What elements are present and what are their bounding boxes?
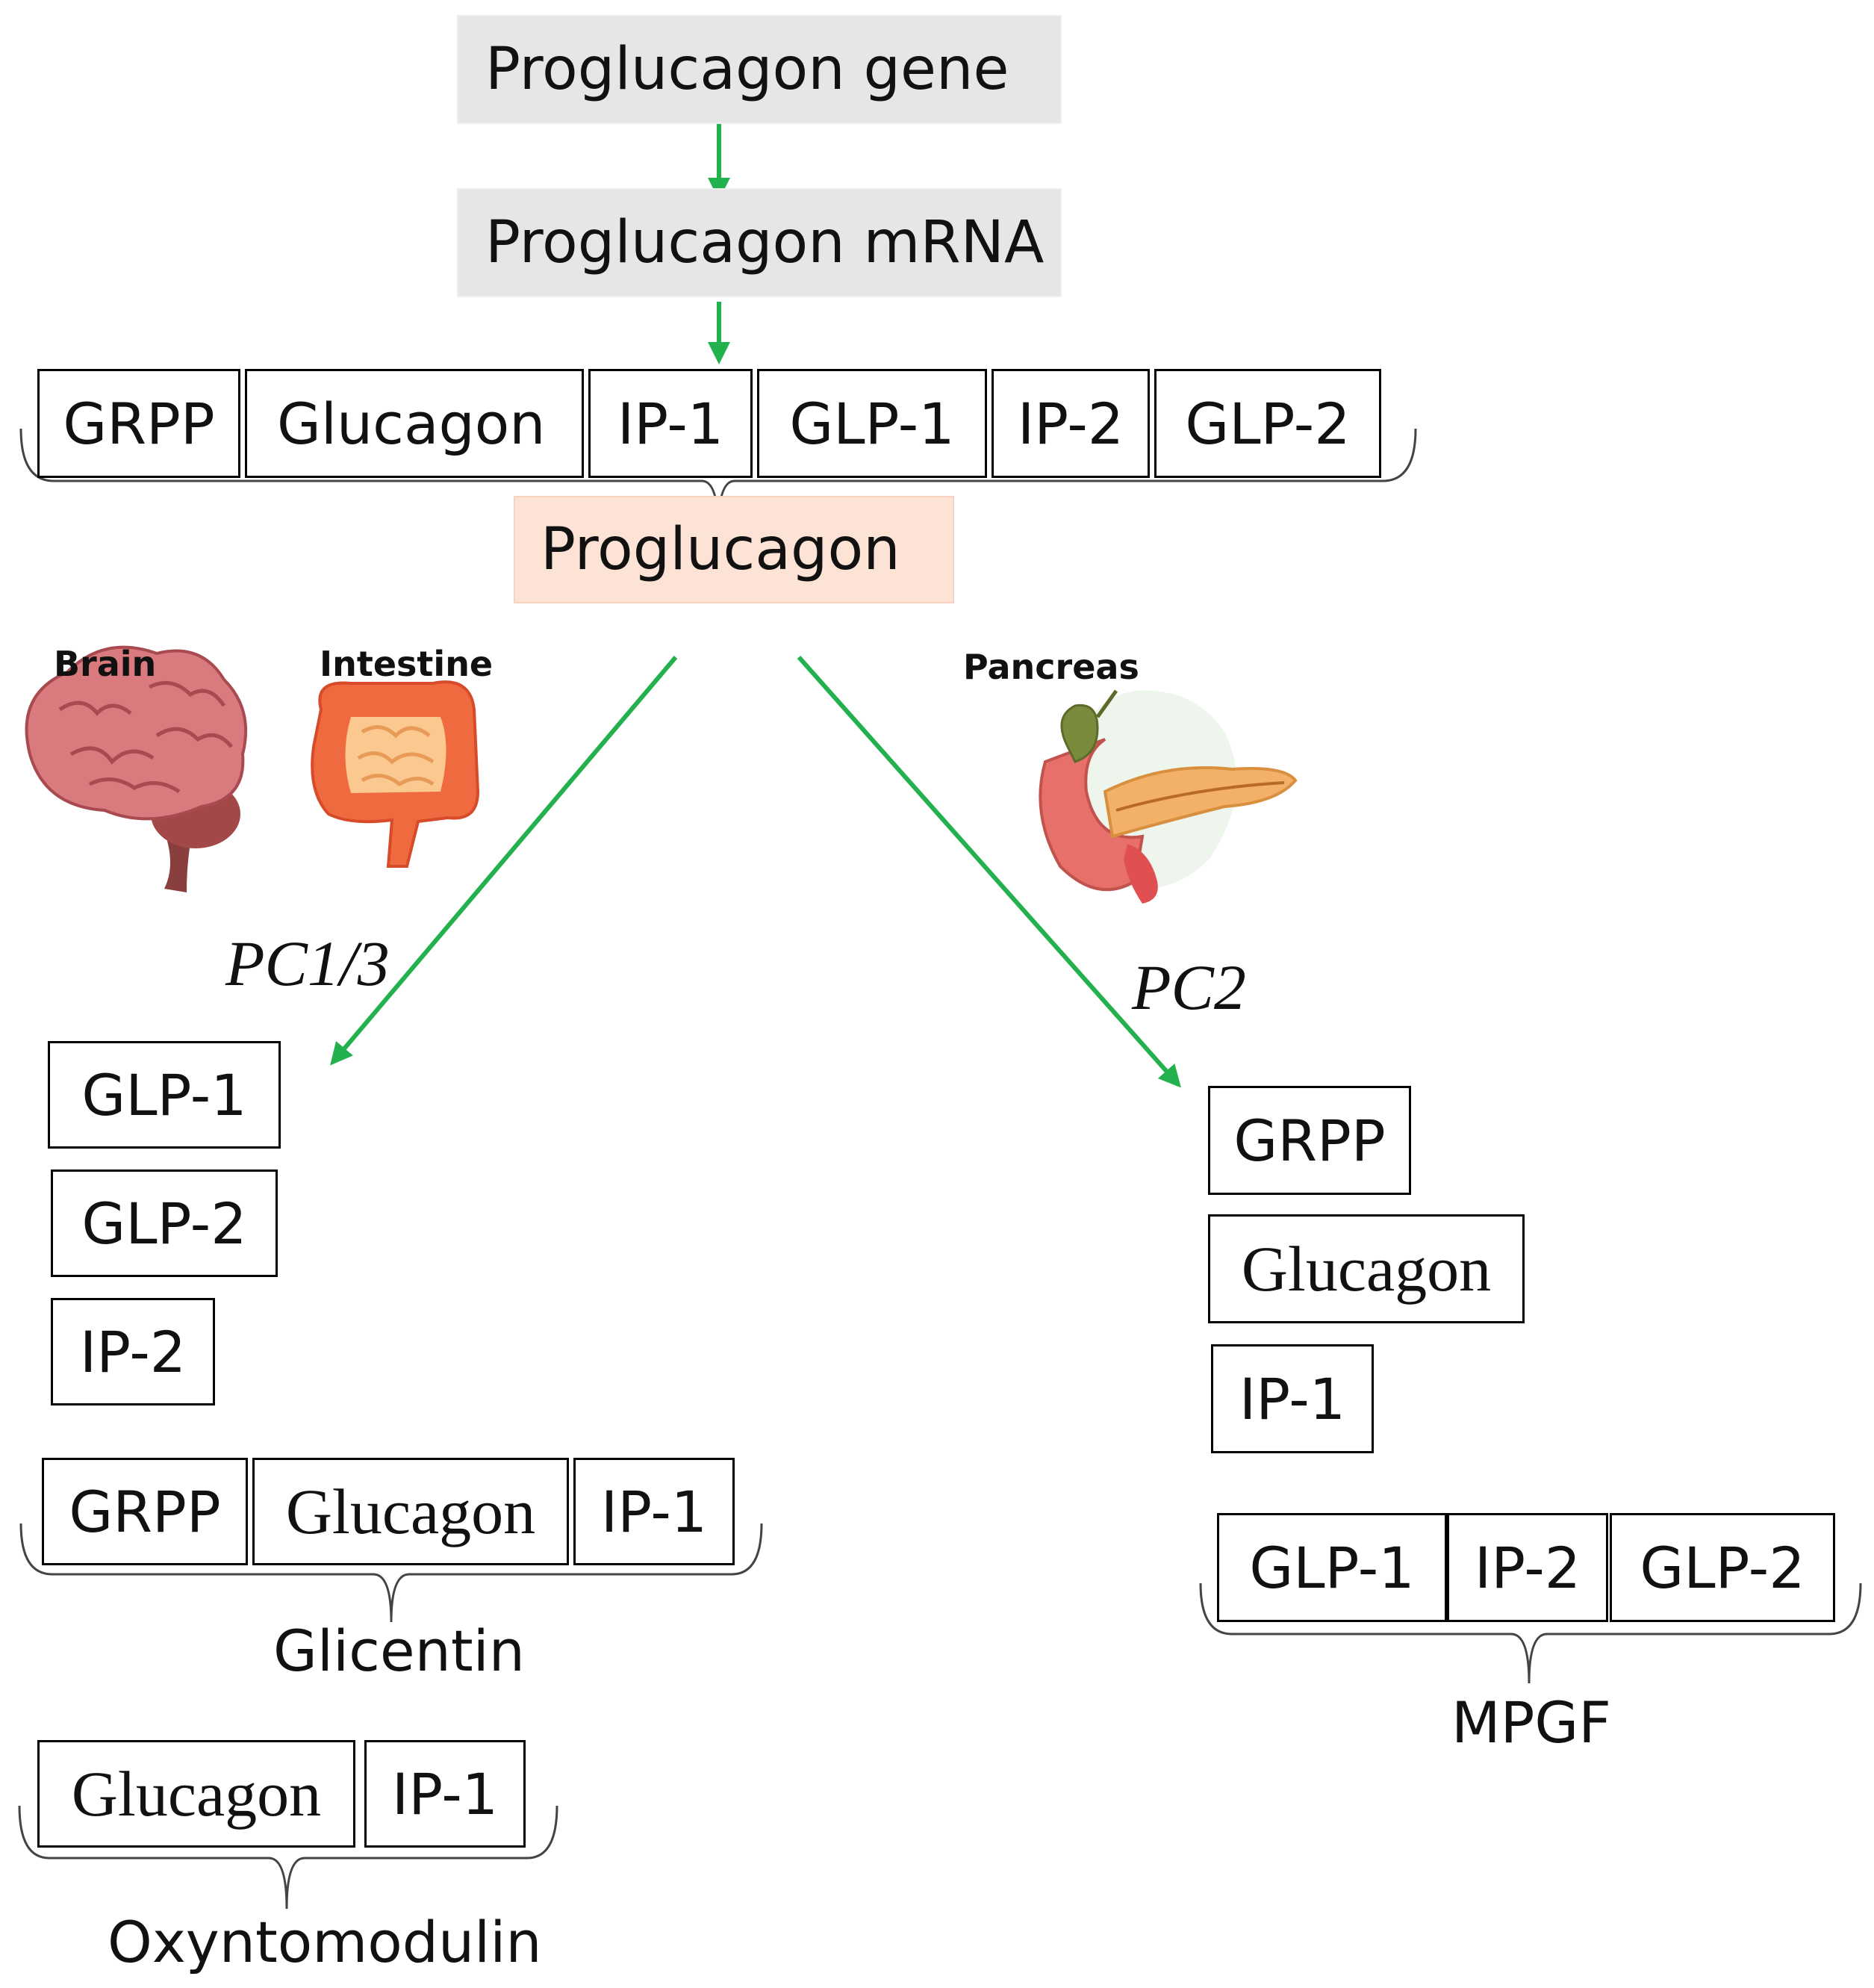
right-product-grpp: GRPP — [1208, 1086, 1411, 1195]
brain-icon — [25, 645, 248, 892]
arrow-pc13 — [330, 656, 678, 1066]
right-product-glucagon: Glucagon — [1208, 1214, 1525, 1323]
enzyme-pc2-label: PC2 — [1132, 951, 1246, 1023]
glicentin-segment-ip1: IP-1 — [573, 1458, 735, 1565]
enzyme-pc13-label: PC1/3 — [225, 928, 390, 999]
oxyntomodulin-segment-ip1: IP-1 — [364, 1740, 526, 1848]
proglucagon-gene-box: Proglucagon gene — [457, 15, 1062, 124]
arrow-pc2 — [797, 656, 1181, 1088]
oxyntomodulin-segment-glucagon: Glucagon — [37, 1740, 355, 1848]
mpgf-segment-glp2: GLP-2 — [1610, 1513, 1835, 1622]
segment-grpp: GRPP — [37, 369, 240, 478]
glicentin-label: Glicentin — [273, 1618, 525, 1684]
segment-ip2: IP-2 — [992, 369, 1150, 478]
mpgf-segment-glp1: GLP-1 — [1217, 1513, 1447, 1622]
left-product-glp1: GLP-1 — [48, 1041, 281, 1149]
segment-glp1: GLP-1 — [757, 369, 987, 478]
proglucagon-box: Proglucagon — [514, 496, 954, 603]
brace-oxyntomodulin — [18, 1805, 558, 1910]
proglucagon-gene-label: Proglucagon gene — [485, 36, 1009, 103]
brace-mpgf — [1199, 1582, 1862, 1684]
oxyntomodulin-label: Oxyntomodulin — [108, 1909, 542, 1975]
segment-glucagon: Glucagon — [245, 369, 584, 478]
left-product-ip2: IP-2 — [51, 1298, 215, 1405]
brace-glicentin — [19, 1523, 763, 1623]
brain-label: Brain — [54, 644, 157, 684]
glicentin-segment-glucagon: Glucagon — [252, 1458, 569, 1565]
right-product-ip1: IP-1 — [1211, 1344, 1374, 1453]
proglucagon-label: Proglucagon — [541, 516, 900, 583]
intestine-icon — [311, 680, 480, 868]
mpgf-label: MPGF — [1451, 1689, 1612, 1756]
mpgf-segment-ip2: IP-2 — [1447, 1513, 1608, 1622]
proglucagon-mrna-label: Proglucagon mRNA — [485, 209, 1045, 276]
segment-ip1: IP-1 — [588, 369, 753, 478]
segment-glp2: GLP-2 — [1154, 369, 1381, 478]
left-product-glp2: GLP-2 — [51, 1169, 278, 1277]
proglucagon-mrna-box: Proglucagon mRNA — [457, 188, 1062, 297]
pancreas-label: Pancreas — [963, 647, 1139, 687]
glicentin-segment-grpp: GRPP — [42, 1458, 248, 1565]
pancreas-icon — [1039, 689, 1298, 904]
intestine-label: Intestine — [320, 644, 494, 684]
